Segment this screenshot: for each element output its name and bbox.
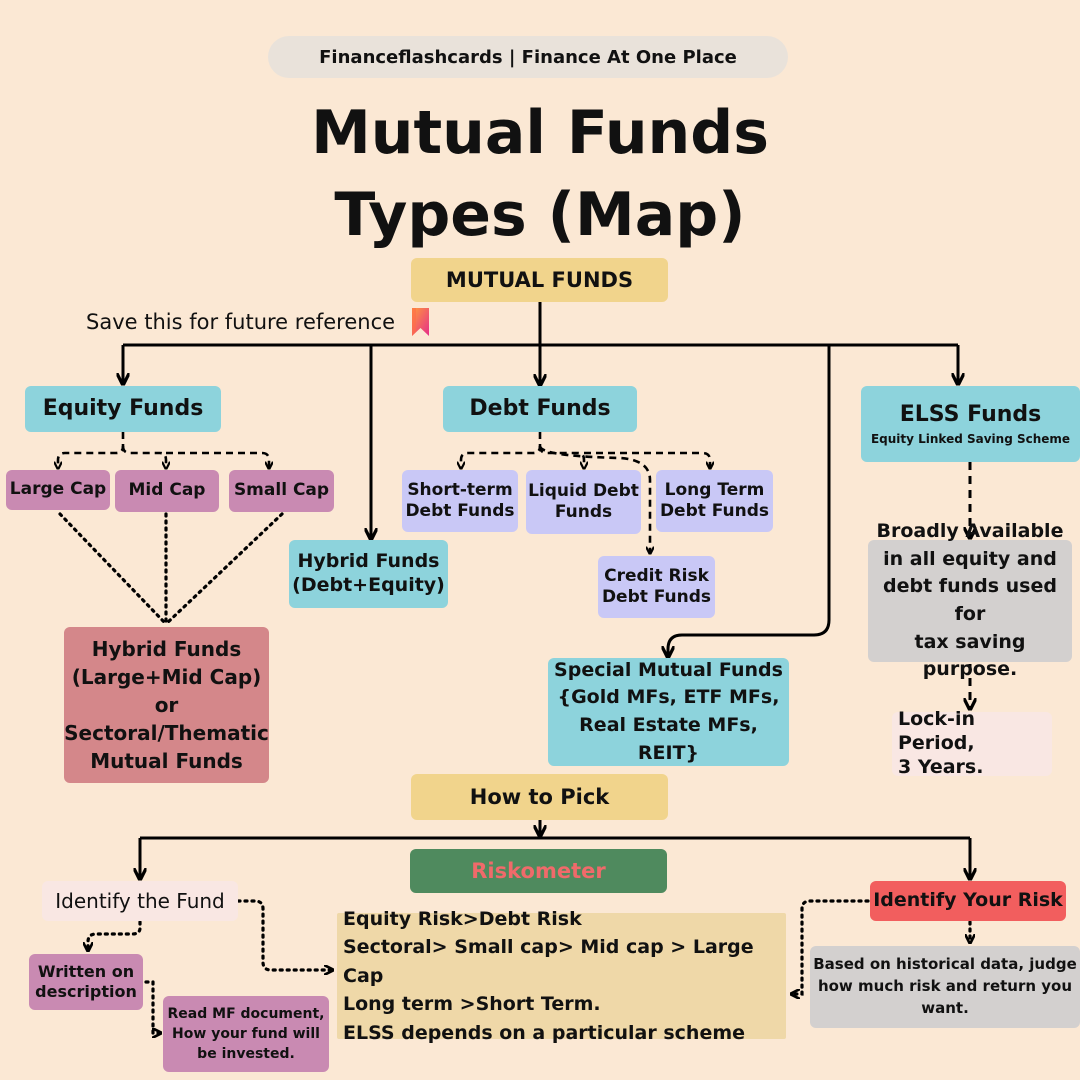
special-line-3: Real Estate MFs, REIT}	[579, 714, 758, 764]
node-identify-risk: Identify Your Risk	[870, 881, 1066, 921]
node-credit-risk-debt: Credit Risk Debt Funds	[598, 556, 715, 618]
risk-rule-4: ELSS depends on a particular scheme	[343, 1021, 746, 1044]
brand-banner: Financeflashcards | Finance At One Place	[268, 36, 788, 78]
hybrid-de-line-2: (Debt+Equity)	[292, 574, 445, 596]
lockin-line-2: 3 Years.	[898, 755, 984, 778]
short-term-line-1: Short-term	[407, 479, 513, 500]
node-riskometer: Riskometer	[410, 849, 667, 893]
node-written-on-description: Written on description	[29, 954, 143, 1010]
risk-desc-line-2: how much risk and return you	[817, 977, 1073, 996]
elss-desc-line-4: tax saving purpose.	[914, 630, 1026, 681]
to-special-arrow	[668, 345, 831, 656]
liquid-line-2: Funds	[554, 502, 613, 522]
main-tree-connectors	[123, 302, 958, 656]
credit-risk-line-1: Credit Risk	[604, 565, 709, 586]
read-mf-line-1: Read MF document,	[167, 1005, 325, 1022]
pick-tree-connectors	[140, 820, 970, 878]
node-short-term-debt: Short-term Debt Funds	[402, 470, 518, 532]
cap-to-hybrid-connectors	[58, 512, 284, 626]
node-identify-fund: Identify the Fund	[42, 881, 238, 921]
long-term-line-1: Long Term	[664, 479, 765, 500]
node-lock-in-period: Lock-in Period, 3 Years.	[892, 708, 1052, 778]
short-term-line-2: Debt Funds	[405, 501, 515, 521]
pick-detail-connectors	[88, 899, 970, 1033]
hybrid-cap-line-2: (Large+Mid Cap)	[71, 665, 262, 689]
hybrid-cap-line-1: Hybrid Funds	[91, 637, 242, 661]
risk-rule-1: Equity Risk>Debt Risk	[343, 907, 582, 930]
node-risk-description: Based on historical data, judge how much…	[810, 946, 1080, 1028]
node-large-cap: Large Cap	[6, 470, 110, 510]
node-liquid-debt: Liquid Debt Funds	[526, 470, 641, 534]
bookmark-icon	[412, 308, 429, 336]
node-mid-cap: Mid Cap	[115, 470, 219, 512]
written-on-line-2: description	[35, 982, 137, 1001]
node-long-term-debt: Long Term Debt Funds	[656, 470, 773, 532]
hybrid-cap-line-4: Sectoral/Thematic	[64, 721, 269, 745]
node-read-mf-document: Read MF document, How your fund will be …	[163, 996, 329, 1072]
credit-risk-line-2: Debt Funds	[601, 587, 712, 607]
elss-subtitle: Equity Linked Saving Scheme	[870, 431, 1071, 446]
hybrid-de-line-1: Hybrid Funds	[297, 550, 440, 573]
page-title: Mutual Funds Types (Map)	[0, 92, 1080, 256]
debt-branch-connectors	[461, 432, 710, 553]
risk-desc-line-1: Based on historical data, judge	[813, 955, 1077, 974]
risk-rule-3: Long term >Short Term.	[343, 993, 601, 1016]
risk-rule-2: Sectoral> Small cap> Mid cap > Large Cap	[343, 936, 754, 987]
lockin-line-1: Lock-in Period,	[898, 708, 975, 755]
elss-desc-line-3: debt funds used for	[883, 575, 1057, 625]
title-line-2: Types (Map)	[334, 180, 746, 250]
node-elss-description: Broadly Available in all equity and debt…	[868, 520, 1072, 680]
risk-desc-line-3: want.	[921, 998, 969, 1017]
node-small-cap: Small Cap	[229, 470, 334, 512]
node-equity-funds: Equity Funds	[25, 386, 221, 432]
elss-desc-line-2: in all equity and	[883, 547, 1057, 570]
title-line-1: Mutual Funds	[311, 98, 769, 168]
special-line-1: Special Mutual Funds	[554, 658, 783, 681]
read-mf-line-2: How your fund will	[172, 1025, 320, 1042]
node-how-to-pick: How to Pick	[411, 774, 668, 820]
long-term-line-2: Debt Funds	[659, 501, 770, 521]
elss-title: ELSS Funds	[899, 402, 1042, 428]
read-mf-line-3: be invested.	[197, 1046, 295, 1063]
node-mutual-funds: MUTUAL FUNDS	[411, 258, 668, 302]
node-risk-rules: Equity Risk>Debt Risk Sectoral> Small ca…	[337, 908, 786, 1044]
elss-desc-line-1: Broadly Available	[876, 520, 1064, 543]
liquid-line-1: Liquid Debt	[528, 480, 639, 501]
save-note: Save this for future reference	[86, 310, 396, 334]
node-hybrid-cap-sectoral: Hybrid Funds (Large+Mid Cap) or Sectoral…	[64, 627, 269, 783]
node-elss-funds: ELSS Funds Equity Linked Saving Scheme	[861, 386, 1080, 462]
node-debt-funds: Debt Funds	[443, 386, 637, 432]
hybrid-cap-line-5: Mutual Funds	[90, 749, 243, 773]
written-on-line-1: Written on	[37, 962, 135, 981]
special-line-2: {Gold MFs, ETF MFs,	[557, 686, 780, 709]
equity-branch-connectors	[58, 432, 269, 468]
hybrid-cap-line-3: or	[154, 693, 179, 717]
node-hybrid-debt-equity: Hybrid Funds (Debt+Equity)	[289, 540, 448, 608]
node-special-mutual-funds: Special Mutual Funds {Gold MFs, ETF MFs,…	[548, 658, 789, 766]
